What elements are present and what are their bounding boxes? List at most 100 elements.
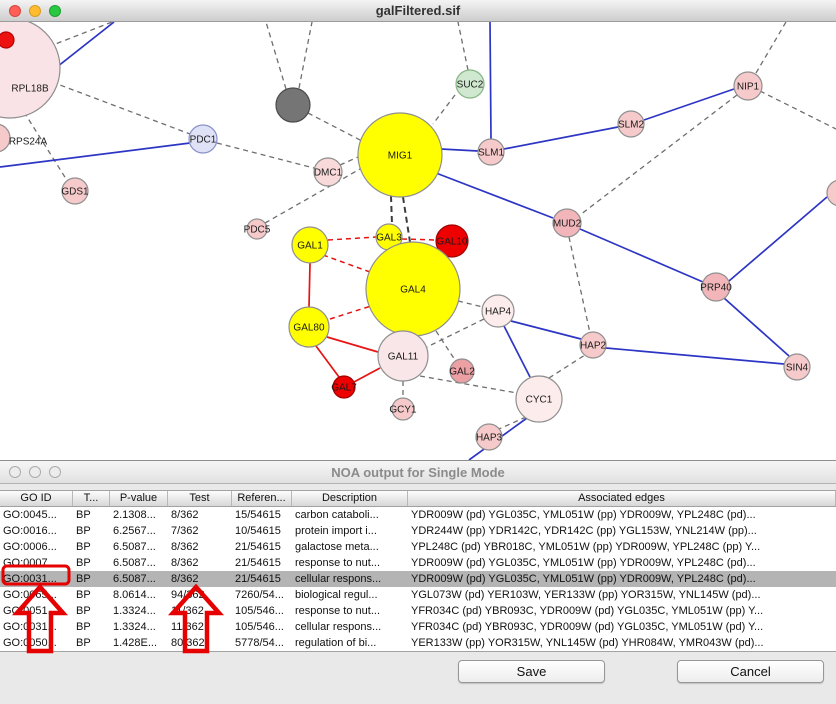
- table-cell[interactable]: carbon cataboli...: [295, 509, 379, 521]
- node-unnamed-right[interactable]: [826, 180, 836, 206]
- table-cell[interactable]: BP: [76, 509, 91, 521]
- table-cell[interactable]: 8/362: [171, 557, 199, 569]
- table-cell[interactable]: 21/54615: [235, 573, 281, 585]
- table-cell[interactable]: biological regul...: [295, 589, 378, 601]
- edge-dashed[interactable]: [265, 22, 287, 90]
- table-cell[interactable]: 105/546...: [235, 621, 284, 633]
- table-cell[interactable]: 8/362: [171, 573, 199, 585]
- table-cell[interactable]: BP: [76, 525, 91, 537]
- table-cell[interactable]: 1.3324...: [113, 621, 156, 633]
- edge-dashed[interactable]: [435, 330, 456, 361]
- node-prp40[interactable]: [701, 272, 731, 302]
- column-header[interactable]: GO ID: [0, 491, 73, 506]
- node-unnamed-gray[interactable]: [275, 87, 311, 123]
- edge-blue[interactable]: [605, 347, 785, 365]
- table-cell[interactable]: regulation of bi...: [295, 637, 377, 649]
- table-cell[interactable]: YDR009W (pd) YGL035C, YML051W (pp) YDR00…: [411, 509, 756, 521]
- column-header[interactable]: T...: [73, 491, 110, 506]
- edge-dashed[interactable]: [432, 94, 456, 125]
- noa-window-titlebar[interactable]: NOA output for Single Mode: [0, 461, 836, 484]
- edge-dark-dashed[interactable]: [390, 195, 393, 225]
- table-cell[interactable]: GO:0051...: [3, 605, 57, 617]
- node-slm2[interactable]: [617, 110, 645, 138]
- edge-blue[interactable]: [503, 126, 619, 150]
- edge-blue[interactable]: [579, 228, 704, 283]
- table-cell[interactable]: galactose meta...: [295, 541, 379, 553]
- table-cell[interactable]: BP: [76, 621, 91, 633]
- table-cell[interactable]: 7/362: [171, 525, 199, 537]
- table-cell[interactable]: response to nut...: [295, 605, 380, 617]
- node-gal80[interactable]: [288, 306, 330, 348]
- cancel-button[interactable]: Cancel: [677, 660, 824, 683]
- edge-dark-dashed[interactable]: [402, 196, 411, 243]
- edge-red[interactable]: [326, 336, 379, 353]
- edge-red[interactable]: [315, 345, 340, 378]
- node-gal2[interactable]: [449, 358, 475, 384]
- edge-red-dashed[interactable]: [329, 305, 372, 320]
- node-pdc5[interactable]: [246, 218, 268, 240]
- node-rpl18b[interactable]: [0, 22, 61, 119]
- network-canvas[interactable]: RPL18BRPS24AGDS1PDC1DMC1MIG1SUC2SLM1SLM2…: [0, 22, 836, 460]
- minimize-button[interactable]: [29, 466, 41, 478]
- edge-dashed[interactable]: [457, 22, 469, 71]
- edge-dashed[interactable]: [759, 90, 836, 130]
- edge-dashed[interactable]: [51, 81, 191, 135]
- table-cell[interactable]: 80/362: [171, 637, 205, 649]
- edge-blue[interactable]: [503, 325, 531, 378]
- table-cell[interactable]: 15/54615: [235, 509, 281, 521]
- table-cell[interactable]: BP: [76, 541, 91, 553]
- edge-blue[interactable]: [440, 148, 479, 152]
- table-cell[interactable]: GO:0031...: [3, 573, 57, 585]
- table-cell[interactable]: YFR034C (pd) YBR093C, YDR009W (pd) YGL03…: [411, 605, 764, 617]
- node-pdc1[interactable]: [188, 124, 218, 154]
- column-header[interactable]: Associated edges: [408, 491, 836, 506]
- table-cell[interactable]: 10/54615: [235, 525, 281, 537]
- node-mud2[interactable]: [552, 208, 582, 238]
- node-hap4[interactable]: [481, 294, 515, 328]
- table-cell[interactable]: 1.3324...: [113, 605, 156, 617]
- edge-blue[interactable]: [723, 297, 790, 357]
- table-cell[interactable]: 21/54615: [235, 557, 281, 569]
- table-cell[interactable]: GO:0050...: [3, 637, 57, 649]
- zoom-button[interactable]: [49, 466, 61, 478]
- edge-blue[interactable]: [643, 88, 735, 121]
- edge-dashed[interactable]: [498, 416, 527, 430]
- close-button[interactable]: [9, 5, 21, 17]
- node-cyc1[interactable]: [515, 375, 563, 423]
- node-slm1[interactable]: [477, 138, 505, 166]
- node-gal11[interactable]: [377, 330, 429, 382]
- edge-red-dashed[interactable]: [322, 254, 371, 273]
- table-cell[interactable]: BP: [76, 605, 91, 617]
- edge-blue[interactable]: [489, 22, 492, 140]
- table-cell[interactable]: cellular respons...: [295, 621, 382, 633]
- node-hap2[interactable]: [579, 331, 607, 359]
- table-cell[interactable]: YFR034C (pd) YBR093C, YDR009W (pd) YGL03…: [411, 621, 764, 633]
- edge-red[interactable]: [308, 262, 311, 308]
- node-gal10[interactable]: [435, 224, 469, 258]
- edge-red-dashed[interactable]: [401, 238, 437, 241]
- edge-dashed[interactable]: [457, 300, 484, 308]
- edge-dashed[interactable]: [23, 111, 69, 183]
- save-button[interactable]: Save: [458, 660, 605, 683]
- node-gal7[interactable]: [332, 375, 356, 399]
- column-header[interactable]: Test: [168, 491, 232, 506]
- edge-dashed[interactable]: [216, 142, 315, 169]
- edge-dashed[interactable]: [264, 168, 361, 224]
- edge-dashed[interactable]: [568, 236, 591, 334]
- table-cell[interactable]: BP: [76, 573, 91, 585]
- edge-dashed[interactable]: [579, 94, 738, 216]
- table-cell[interactable]: 11/362: [171, 605, 204, 617]
- node-sin4[interactable]: [783, 353, 811, 381]
- table-cell[interactable]: 21/54615: [235, 541, 281, 553]
- table-cell[interactable]: 94/362: [171, 589, 205, 601]
- table-cell[interactable]: 6.5087...: [113, 573, 156, 585]
- table-cell[interactable]: 8/362: [171, 509, 199, 521]
- column-header[interactable]: P-value: [110, 491, 168, 506]
- table-cell[interactable]: 6.5087...: [113, 541, 156, 553]
- edge-red[interactable]: [353, 367, 381, 383]
